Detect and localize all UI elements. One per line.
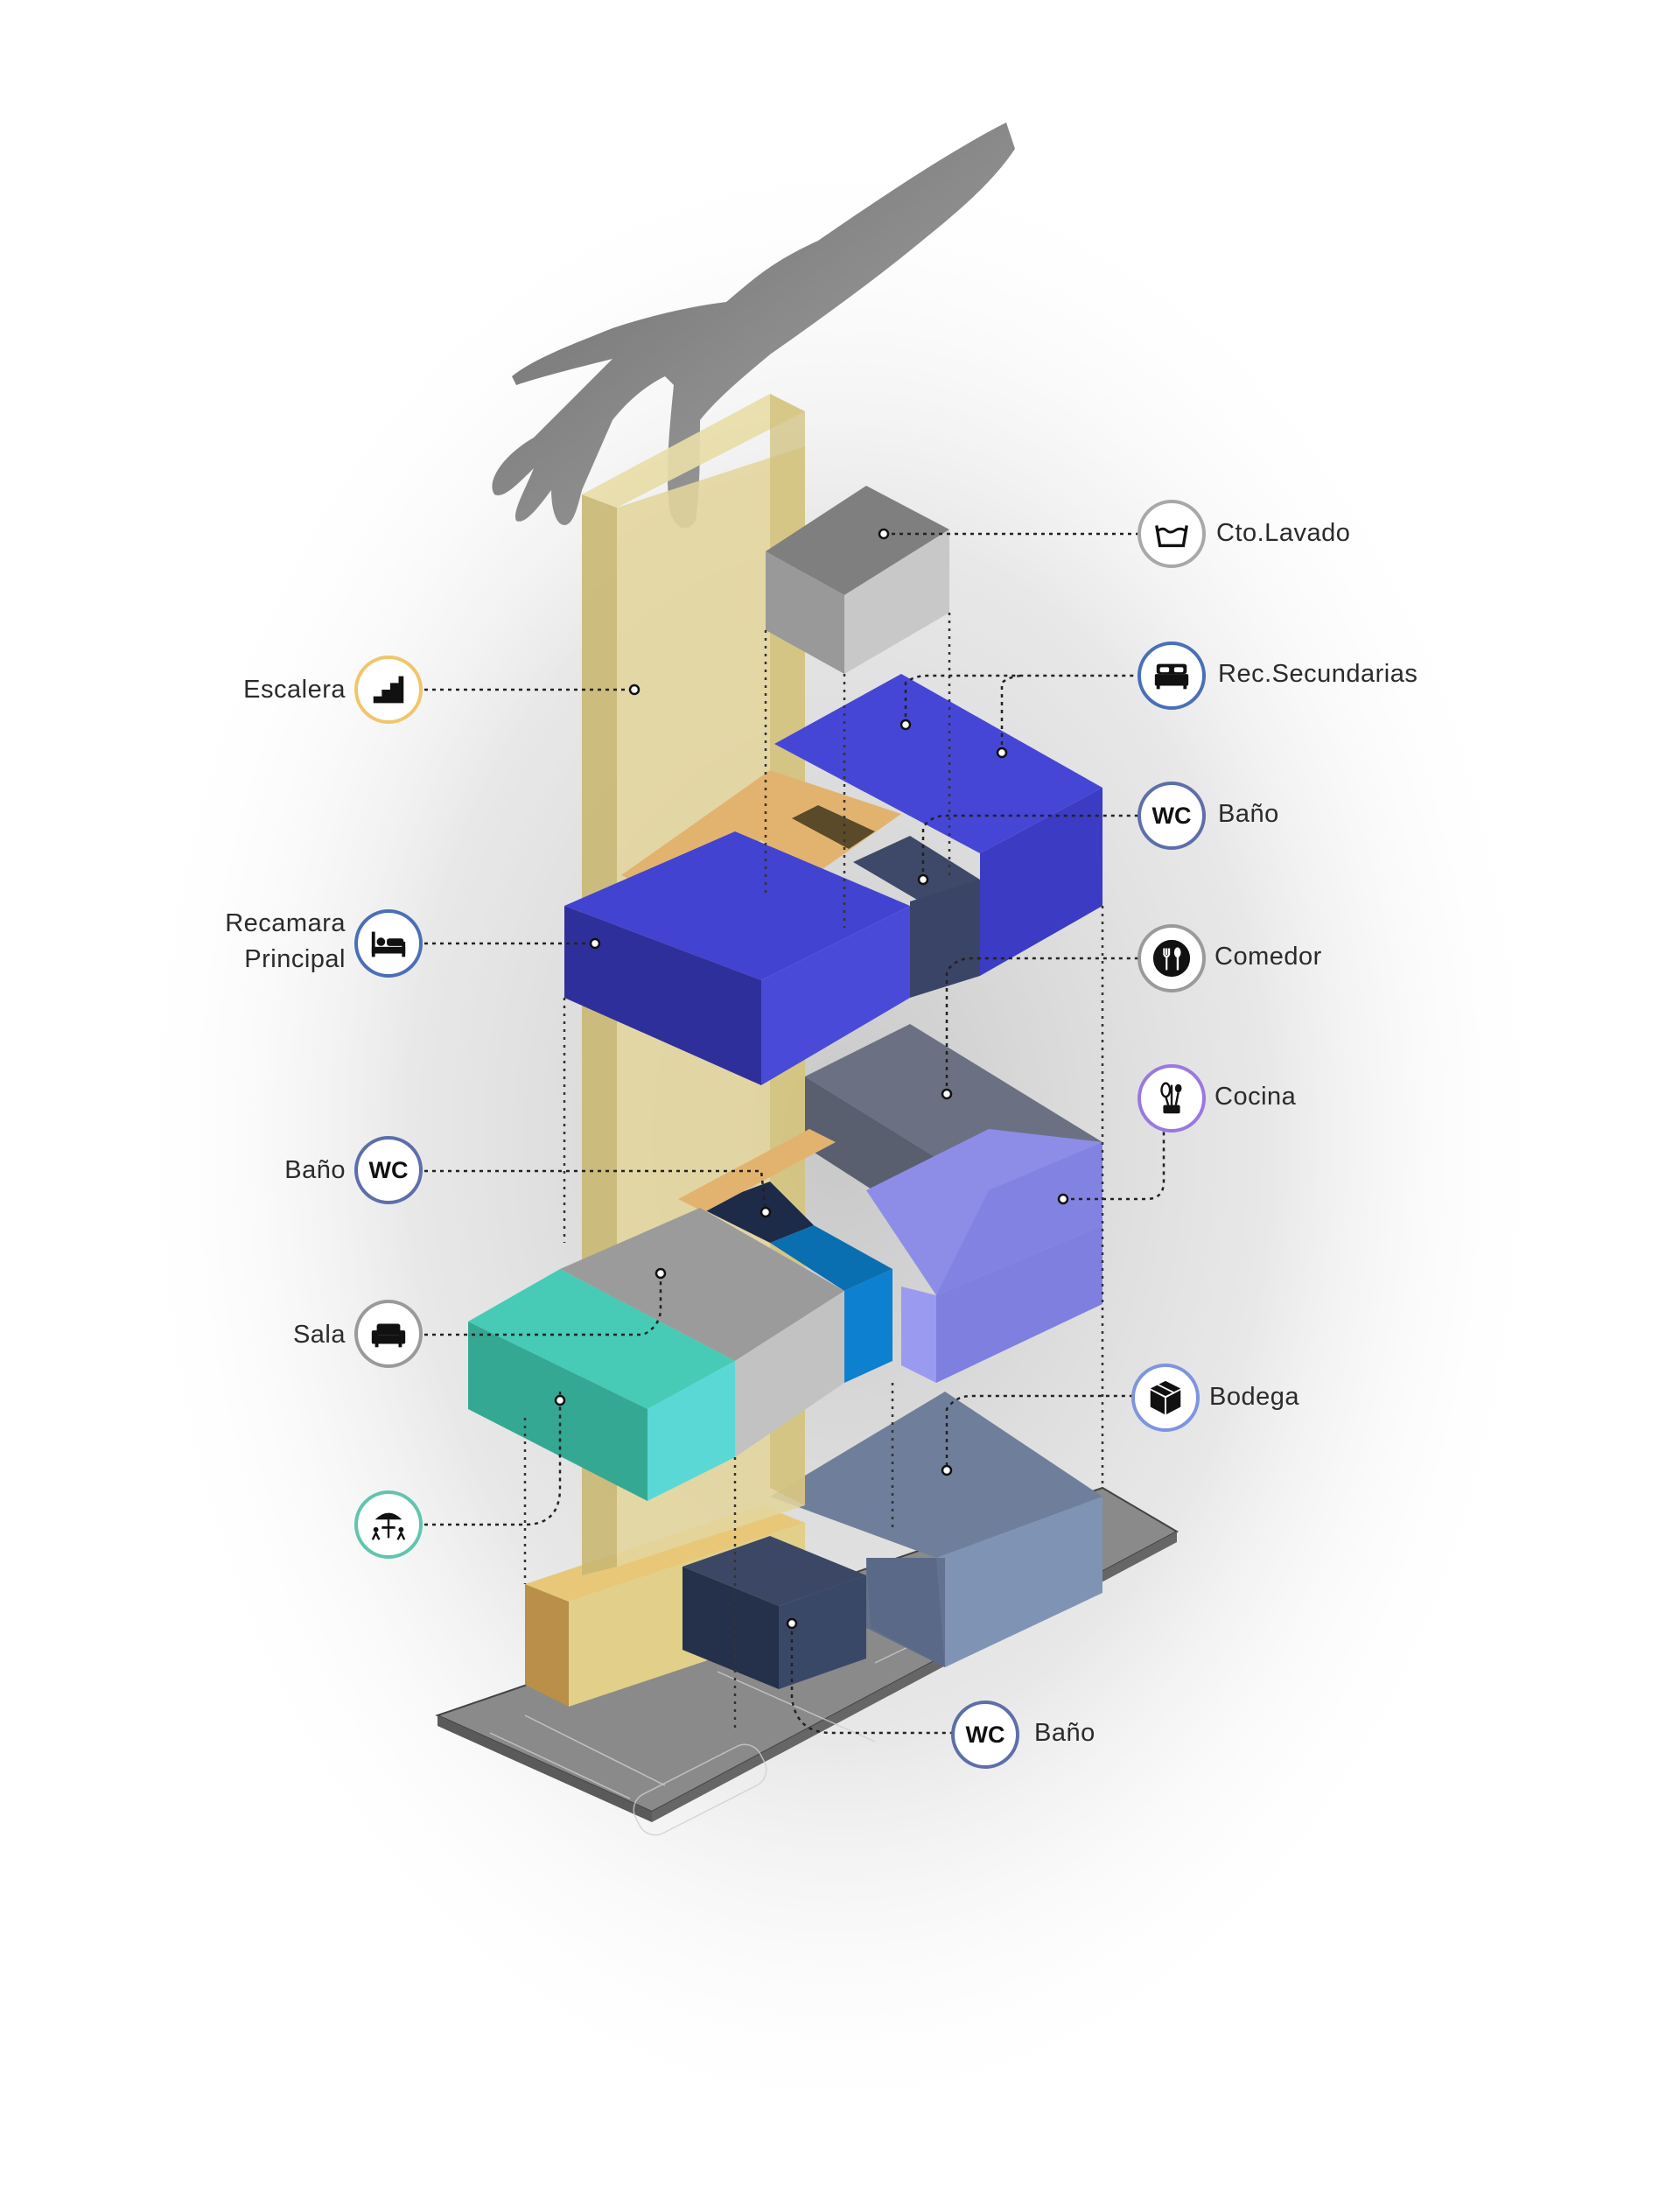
- fork-spoon-icon: [1138, 924, 1206, 992]
- label-escalera: Escalera: [243, 676, 346, 704]
- wc-text: WC: [965, 1721, 1005, 1748]
- double-bed-icon: [1138, 642, 1206, 710]
- ground-floor: [525, 1392, 1102, 1707]
- label-comedor: Comedor: [1214, 943, 1322, 971]
- hand-illustration: [492, 123, 1015, 529]
- laundry-cube: [766, 486, 949, 674]
- upper-floor: [564, 674, 1102, 1085]
- label-cocina: Cocina: [1214, 1083, 1297, 1111]
- wc-text: WC: [1152, 802, 1192, 829]
- box-icon: [1131, 1364, 1200, 1432]
- label-bano-lower: Baño: [1034, 1719, 1096, 1747]
- label-cto-lavado: Cto.Lavado: [1216, 519, 1351, 547]
- terrace-umbrella-icon: [354, 1490, 423, 1559]
- wc-icon: WC: [951, 1701, 1019, 1769]
- label-sala: Sala: [292, 1321, 346, 1349]
- label-rec-secundarias: Rec.Secundarias: [1218, 660, 1418, 688]
- single-bed-icon: [354, 909, 423, 978]
- label-bano-upper: Baño: [1218, 800, 1279, 828]
- wc-text: WC: [368, 1156, 409, 1183]
- label-bodega: Bodega: [1209, 1383, 1299, 1411]
- projection-lines: [523, 613, 1104, 1733]
- wc-icon: WC: [1138, 782, 1206, 850]
- wc-icon: WC: [354, 1136, 423, 1204]
- washing-tub-icon: [1138, 500, 1206, 568]
- leader-lines: [424, 532, 1166, 1735]
- leader-dots: [554, 528, 1069, 1630]
- label-bano-middle: Baño: [284, 1156, 346, 1184]
- stairs-icon: [354, 656, 423, 724]
- sofa-icon: [354, 1300, 423, 1368]
- label-recamara-line1: Recamara: [225, 909, 346, 937]
- label-recamara-line2: Principal: [244, 945, 346, 973]
- middle-floor: [468, 1024, 1102, 1501]
- kitchen-utensils-icon: [1138, 1064, 1206, 1133]
